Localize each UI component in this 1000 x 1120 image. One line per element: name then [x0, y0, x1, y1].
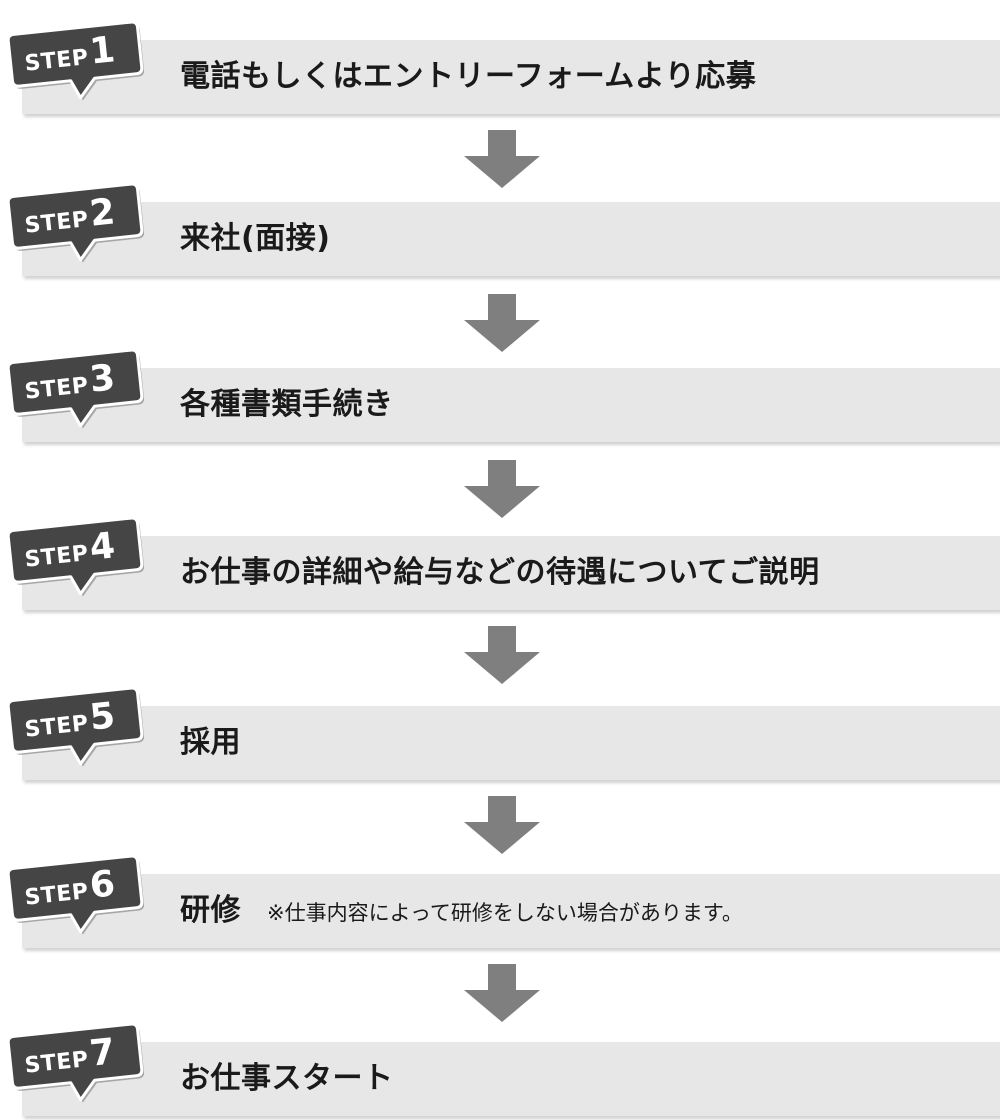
step-title: 来社(面接) [180, 202, 330, 276]
step-title: お仕事の詳細や給与などの待遇についてご説明 [180, 536, 820, 610]
step-badge-shape [6, 854, 145, 935]
step-title-text: 電話もしくはエントリーフォームより応募 [180, 59, 757, 94]
step-badge-number: 1 [87, 29, 117, 73]
step-note: ※仕事内容によって研修をしない場合があります。 [267, 901, 743, 925]
step-badge-word: STEP [23, 541, 90, 573]
step-bar [22, 1042, 1000, 1116]
step-badge-number: 7 [87, 1031, 117, 1075]
step-badge-word: STEP [23, 373, 90, 405]
step-title: 研修 ※仕事内容によって研修をしない場合があります。 [180, 874, 743, 948]
step-title-text: 研修 [180, 893, 241, 928]
step-badge: STEP4 [6, 510, 146, 597]
step-title-text: お仕事スタート [180, 1061, 394, 1096]
step-badge-shape [6, 686, 145, 767]
step-title-text: 来社(面接) [180, 221, 331, 256]
step-badge-number: 5 [87, 695, 117, 739]
step-5: 採用 STEP5 [0, 670, 1000, 780]
step-badge: STEP7 [6, 1016, 146, 1103]
step-title: 採用 [180, 706, 241, 780]
down-arrow-icon [464, 460, 540, 518]
step-badge-shape [6, 1022, 145, 1103]
step-badge-number: 6 [87, 863, 117, 907]
step-title-text: お仕事の詳細や給与などの待遇についてご説明 [180, 555, 820, 590]
step-title-text: 採用 [180, 725, 241, 760]
down-arrow-icon [464, 130, 540, 188]
down-arrow-icon [464, 626, 540, 684]
step-6: 研修 ※仕事内容によって研修をしない場合があります。 STEP6 [0, 838, 1000, 948]
step-badge-shape [6, 516, 145, 597]
step-bar [22, 706, 1000, 780]
step-badge-shape [6, 20, 145, 101]
step-badge: STEP1 [6, 14, 146, 101]
step-bar [22, 536, 1000, 610]
down-arrow-icon [464, 964, 540, 1022]
step-4: お仕事の詳細や給与などの待遇についてご説明 STEP4 [0, 500, 1000, 610]
step-title-text: 各種書類手続き [180, 387, 394, 422]
step-badge-shape [6, 348, 145, 429]
step-badge: STEP2 [6, 176, 146, 263]
step-bar [22, 202, 1000, 276]
step-badge: STEP3 [6, 342, 146, 429]
down-arrow-icon [464, 796, 540, 854]
step-badge: STEP5 [6, 680, 146, 767]
step-badge-number: 4 [87, 525, 117, 569]
step-badge-word: STEP [23, 879, 90, 911]
step-title: 電話もしくはエントリーフォームより応募 [180, 40, 756, 114]
step-badge: STEP6 [6, 848, 146, 935]
step-1: 電話もしくはエントリーフォームより応募 STEP1 [0, 4, 1000, 114]
step-2: 来社(面接) STEP2 [0, 166, 1000, 276]
step-bar [22, 368, 1000, 442]
step-badge-word: STEP [23, 1047, 90, 1079]
step-badge-word: STEP [23, 711, 90, 743]
step-badge-word: STEP [23, 45, 90, 77]
step-badge-shape [6, 182, 145, 263]
step-badge-number: 3 [87, 357, 117, 401]
down-arrow-icon [464, 294, 540, 352]
step-title: お仕事スタート [180, 1042, 394, 1116]
step-badge-word: STEP [23, 207, 90, 239]
step-bar [22, 874, 1000, 948]
step-7: お仕事スタート STEP7 [0, 1006, 1000, 1116]
step-title: 各種書類手続き [180, 368, 394, 442]
step-bar [22, 40, 1000, 114]
step-badge-number: 2 [87, 191, 117, 235]
step-3: 各種書類手続き STEP3 [0, 332, 1000, 442]
